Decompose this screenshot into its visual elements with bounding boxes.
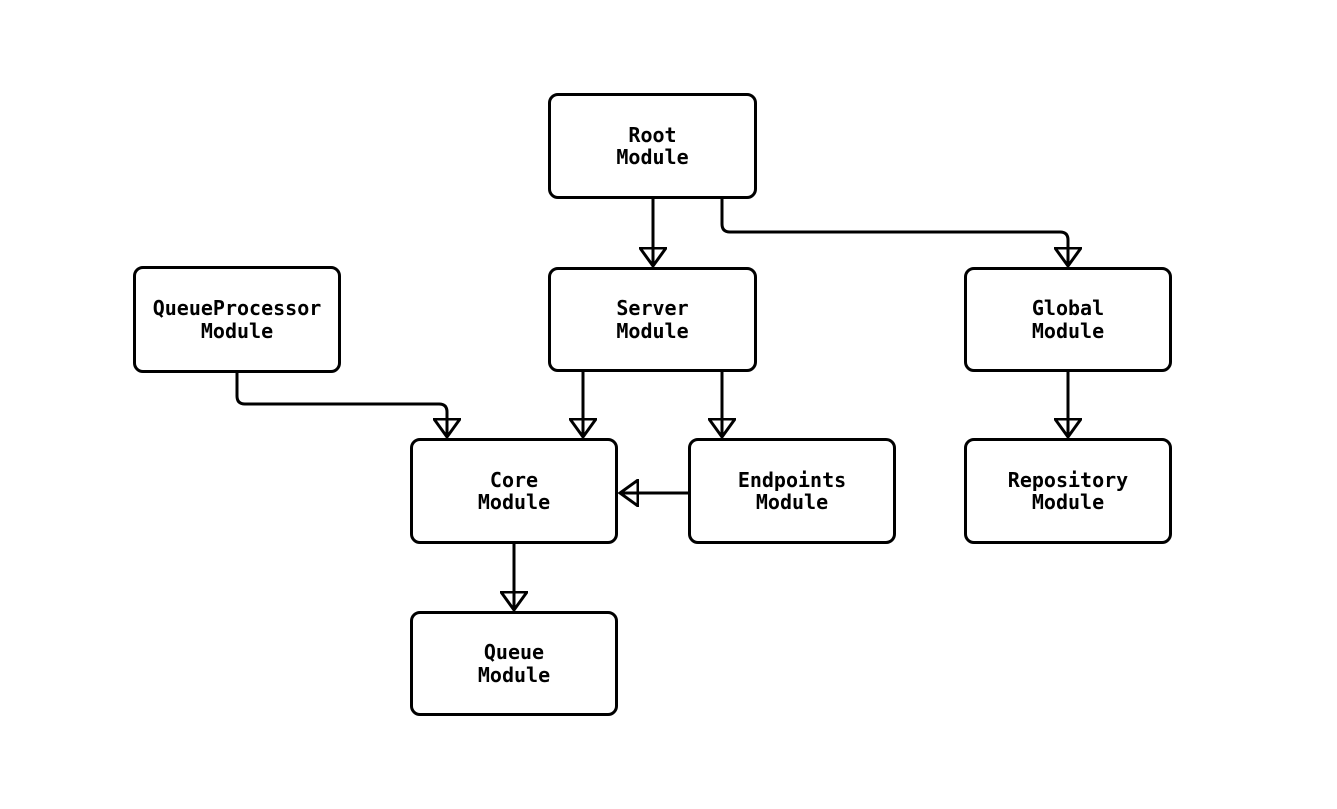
- edge-queueprocessor-to-core: [235, 373, 447, 435]
- node-root-module: Root Module: [548, 93, 757, 199]
- node-endpoints-module-label: Endpoints Module: [737, 467, 847, 514]
- node-core-module-label: Core Module: [477, 467, 551, 514]
- edge-root-to-global: [720, 198, 1068, 264]
- node-global-module: Global Module: [964, 267, 1172, 372]
- node-global-module-label: Global Module: [1031, 296, 1105, 343]
- node-core-module: Core Module: [410, 438, 618, 544]
- node-root-module-label: Root Module: [616, 122, 689, 169]
- node-repository-module-label: Repository Module: [1007, 467, 1129, 514]
- node-server-module: Server Module: [548, 267, 757, 372]
- node-server-module-label: Server Module: [616, 296, 689, 343]
- node-queueprocessor-module-label: QueueProcessor Module: [152, 296, 322, 343]
- node-repository-module: Repository Module: [964, 438, 1172, 544]
- node-endpoints-module: Endpoints Module: [688, 438, 896, 544]
- node-queue-module-label: Queue Module: [477, 640, 551, 687]
- node-queue-module: Queue Module: [410, 611, 618, 716]
- node-queueprocessor-module: QueueProcessor Module: [133, 266, 341, 373]
